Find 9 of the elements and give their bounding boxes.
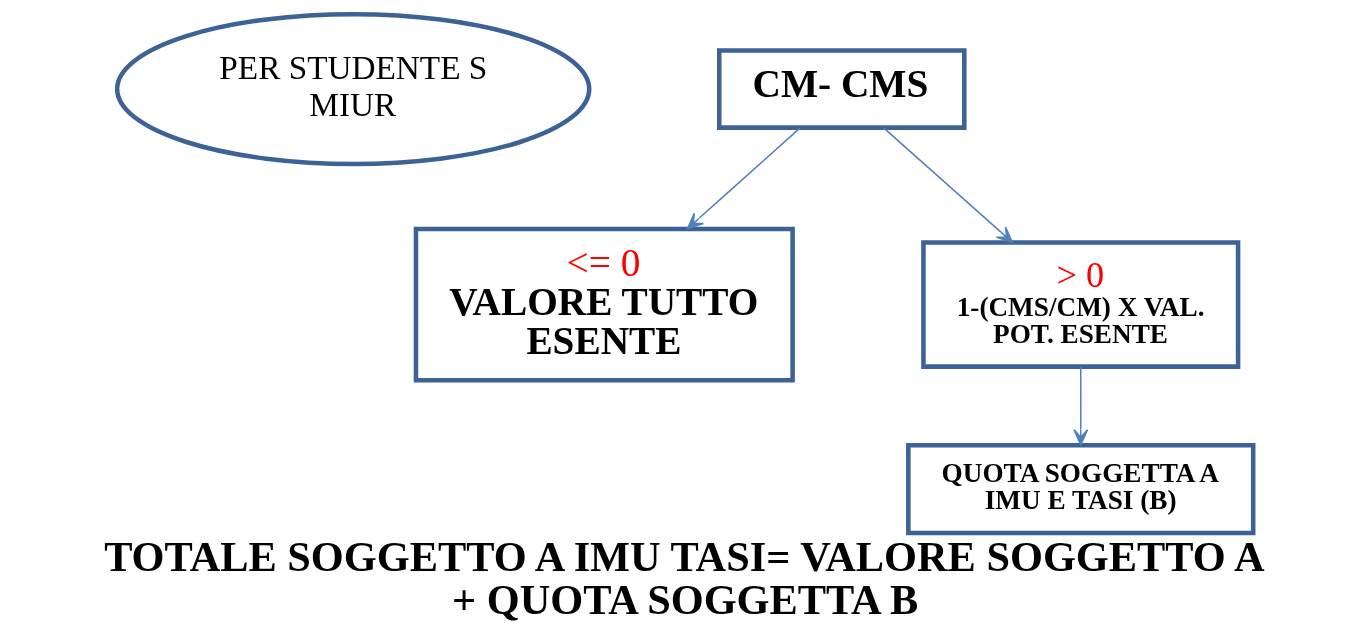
arrow xyxy=(686,127,801,230)
node-box: > 0 1-(CMS/CM) X VAL. POT. ESENTE xyxy=(920,240,1240,369)
node-box: QUOTA SOGGETTA A IMU E TASI (B) xyxy=(905,443,1255,536)
caption: TOTALE SOGGETTO A IMU TASI= VALORE SOGGETTO A + QUOTA SOGGETTA B xyxy=(103,533,1265,623)
node-box: <= 0 VALORE TUTTO ESENTE xyxy=(413,226,795,383)
node-ellipse: PER STUDENTE S MIUR xyxy=(114,11,591,167)
arrow xyxy=(1072,366,1088,446)
arrow xyxy=(882,127,1013,243)
node-box: CM- CMS xyxy=(716,48,967,130)
